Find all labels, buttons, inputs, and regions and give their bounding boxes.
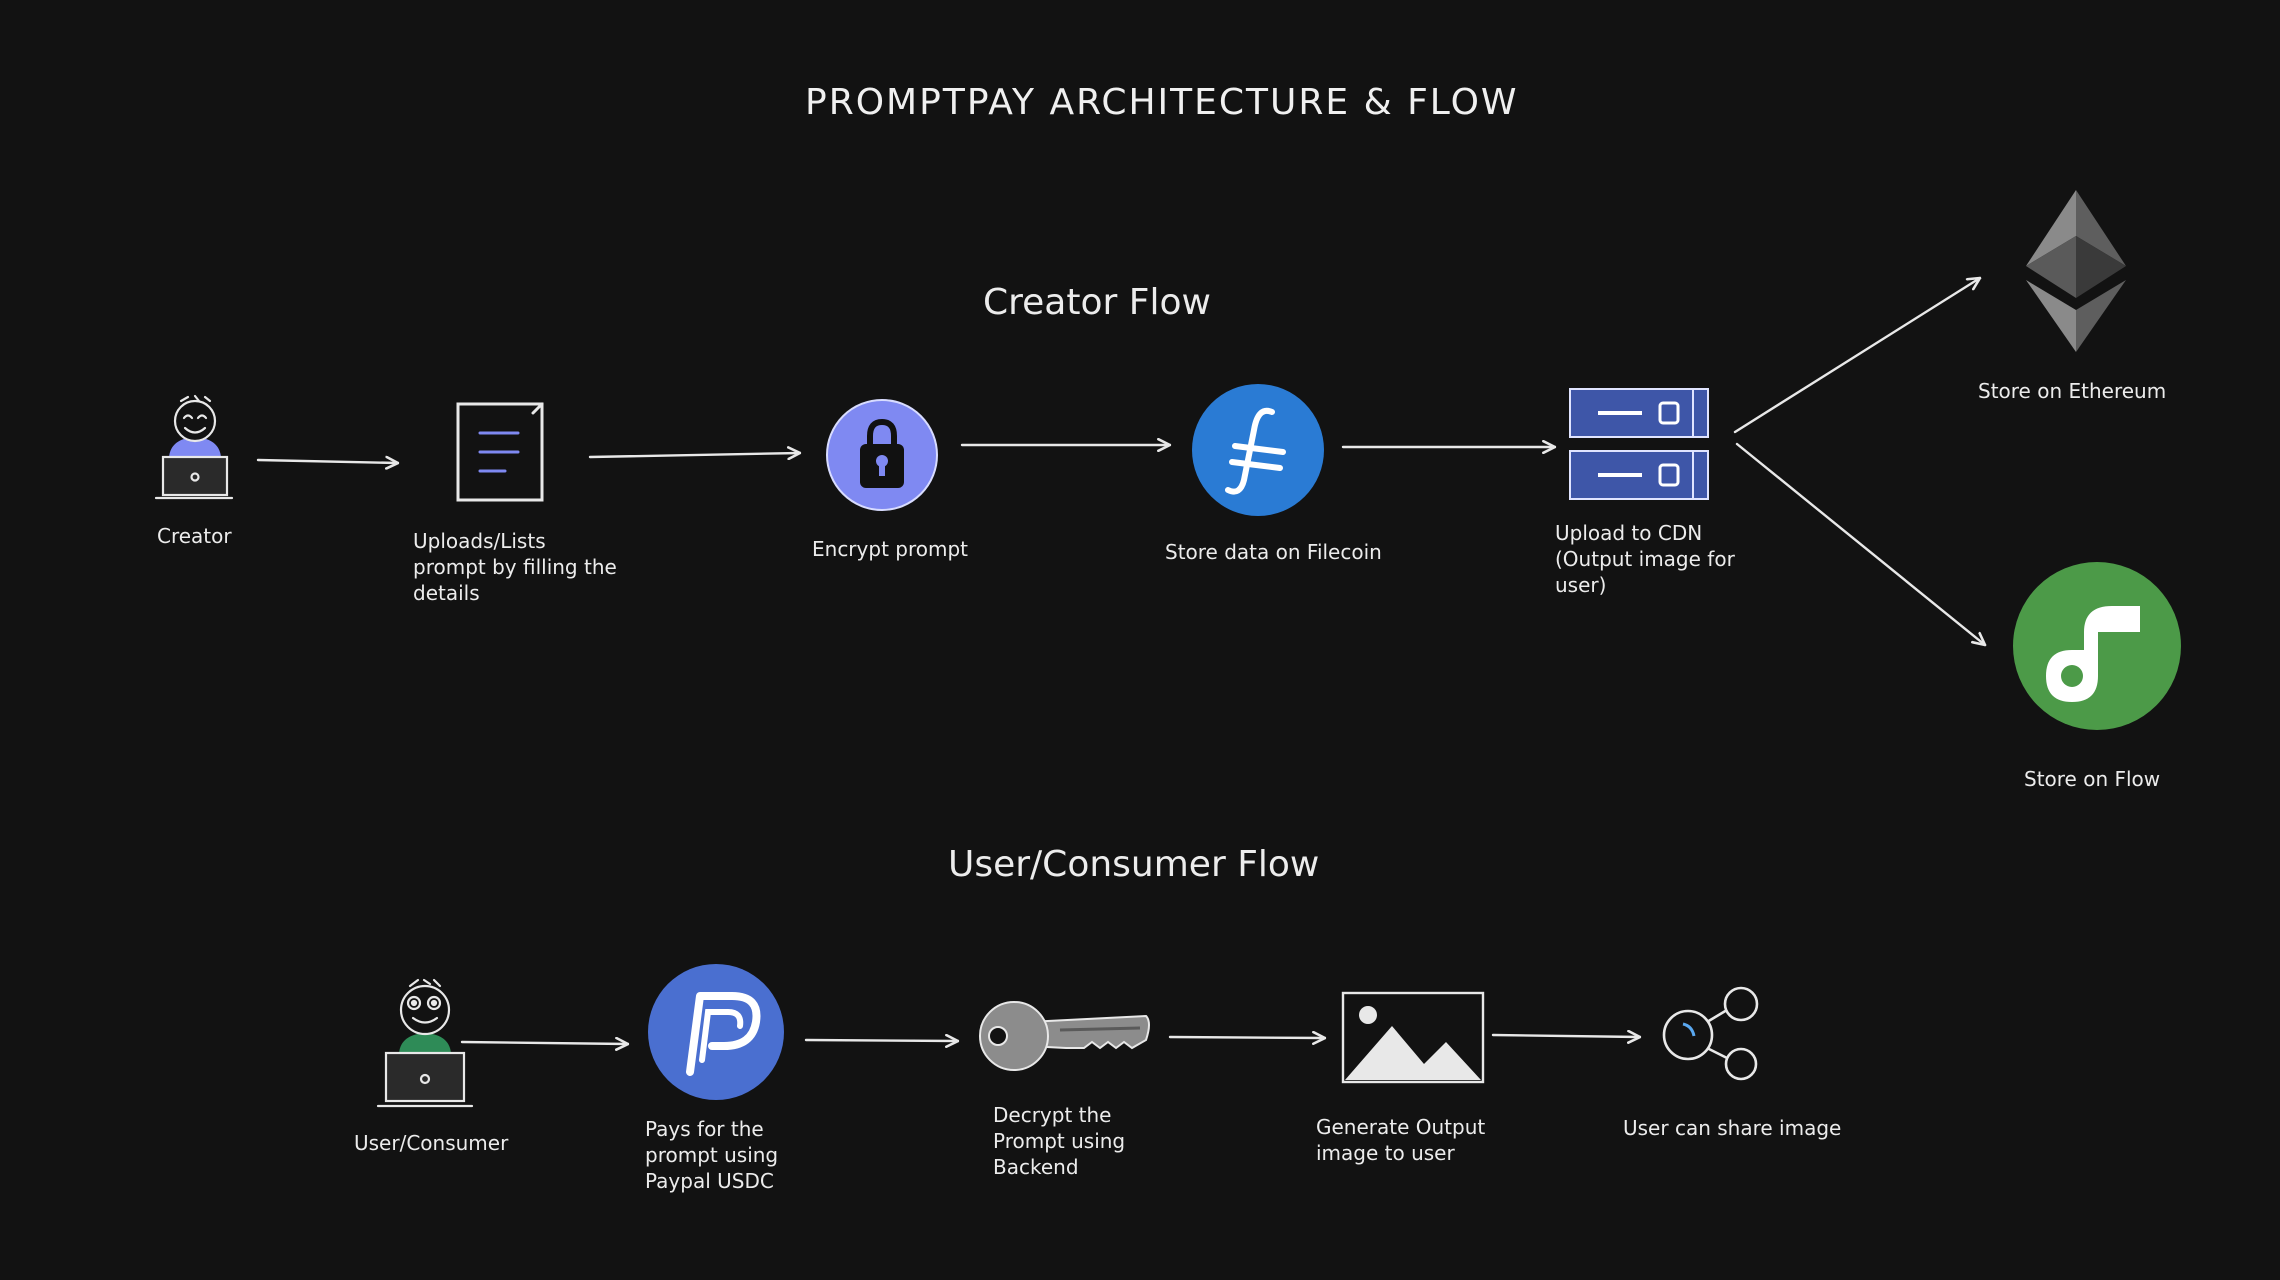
node-label-share: User can share image xyxy=(1623,1116,1842,1140)
arrow-upload-to-encrypt xyxy=(588,453,800,457)
arrow-creator-to-upload xyxy=(256,460,398,463)
arrow-generate-to-share xyxy=(1491,1035,1640,1037)
node-label-decrypt: Decrypt the Prompt using Backend xyxy=(993,1103,1126,1179)
node-label-flow: Store on Flow xyxy=(2024,767,2161,791)
node-label-ethereum: Store on Ethereum xyxy=(1978,379,2167,403)
paypal-usd-icon xyxy=(648,964,784,1100)
flow-icon xyxy=(2013,562,2181,730)
lock-icon xyxy=(826,399,938,511)
node-label-pay: Pays for the prompt using Paypal USDC xyxy=(645,1117,779,1193)
arrow-consumer-to-pay xyxy=(460,1042,628,1044)
key-icon xyxy=(979,1001,1150,1071)
share-icon xyxy=(1662,986,1759,1081)
node-label-upload: Uploads/Lists prompt by filling the deta… xyxy=(413,529,617,605)
node-label-cdn: Upload to CDN (Output image for user) xyxy=(1555,521,1735,597)
ethereum-icon xyxy=(2026,190,2126,352)
arrow-cdn-to-ethereum xyxy=(1733,278,1980,434)
server-icon xyxy=(1569,388,1709,500)
creator-flow-heading: Creator Flow xyxy=(983,282,1211,323)
person-laptop-icon xyxy=(154,394,234,500)
arrow-cdn-to-flow xyxy=(1735,442,1985,645)
arrow-decrypt-to-generate xyxy=(1168,1037,1325,1038)
diagram-title: PROMPTPAY ARCHITECTURE & FLOW xyxy=(805,82,1519,123)
consumer-flow-heading: User/Consumer Flow xyxy=(948,844,1320,885)
node-label-filecoin: Store data on Filecoin xyxy=(1165,540,1382,564)
filecoin-icon xyxy=(1192,384,1324,516)
arrow-pay-to-decrypt xyxy=(804,1040,958,1041)
node-label-creator: Creator xyxy=(157,524,232,548)
document-icon xyxy=(456,402,544,502)
node-label-generate: Generate Output image to user xyxy=(1316,1115,1486,1165)
node-label-encrypt: Encrypt prompt xyxy=(812,537,968,561)
node-label-consumer: User/Consumer xyxy=(354,1131,509,1155)
person-laptop-icon xyxy=(376,978,474,1108)
image-icon xyxy=(1341,991,1485,1084)
